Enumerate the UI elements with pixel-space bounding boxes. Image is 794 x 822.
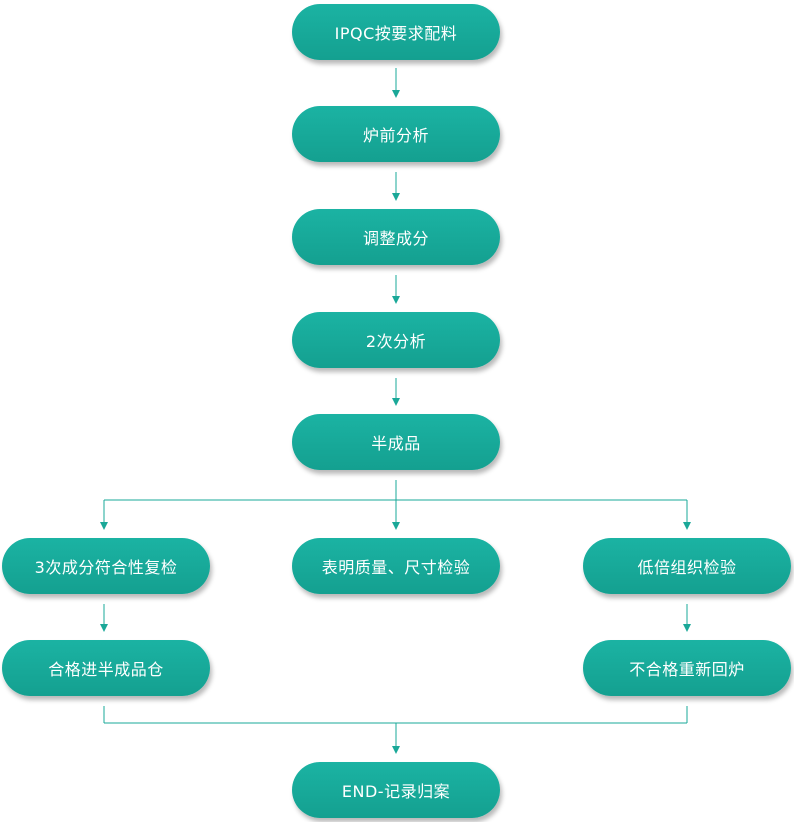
node-fail-remelt: 不合格重新回炉 <box>583 640 791 696</box>
node-macrostructure-inspection: 低倍组织检验 <box>583 538 791 594</box>
node-end-record: END-记录归案 <box>292 762 500 818</box>
node-third-composition-recheck: 3次成分符合性复检 <box>2 538 210 594</box>
node-pre-furnace-analysis: 炉前分析 <box>292 106 500 162</box>
node-adjust-composition: 调整成分 <box>292 209 500 265</box>
node-surface-dimension-inspection: 表明质量、尺寸检验 <box>292 538 500 594</box>
node-second-analysis: 2次分析 <box>292 312 500 368</box>
node-pass-to-warehouse: 合格进半成品仓 <box>2 640 210 696</box>
node-ipqc-batching: IPQC按要求配料 <box>292 4 500 60</box>
node-semi-finished: 半成品 <box>292 414 500 470</box>
